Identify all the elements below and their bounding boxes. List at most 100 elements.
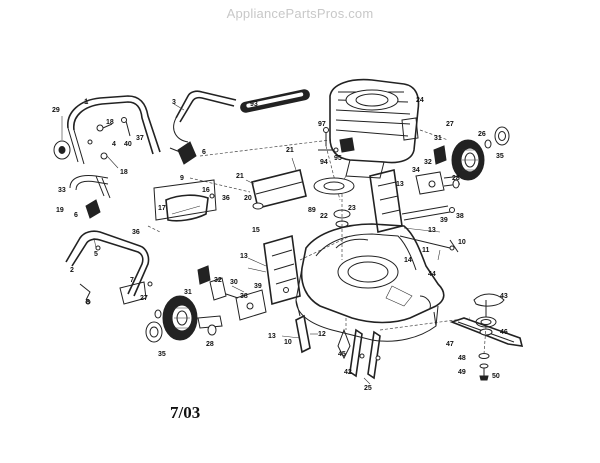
handle-bracket-7 [79, 281, 153, 305]
callout-13d: 13 [268, 333, 276, 340]
callout-43: 43 [500, 293, 508, 300]
callout-39b: 39 [254, 283, 262, 290]
callout-34: 34 [412, 167, 420, 174]
callout-10: 10 [458, 239, 466, 246]
hubcap-35a [494, 126, 510, 146]
hubcap-35b [145, 321, 163, 343]
callout-38a: 38 [456, 213, 464, 220]
handle-knob-6b [85, 199, 101, 219]
callout-36b: 36 [132, 229, 140, 236]
callout-26: 26 [478, 131, 486, 138]
guide-lines [147, 129, 471, 331]
callout-31b: 31 [184, 289, 192, 296]
callout-37: 37 [136, 135, 144, 142]
callout-13c: 13 [240, 253, 248, 260]
revision-date: 7/03 [170, 403, 201, 422]
front-bracket-15 [247, 234, 301, 306]
callout-20: 20 [244, 195, 252, 202]
callout-42: 42 [344, 369, 352, 376]
callout-44: 44 [428, 271, 436, 278]
callout-31a: 31 [434, 135, 442, 142]
callout-40: 40 [124, 141, 132, 148]
callout-48: 48 [458, 355, 466, 362]
callout-13a: 13 [396, 181, 404, 188]
callout-11: 11 [422, 247, 430, 254]
callout-7: 7 [130, 277, 134, 284]
callout-21a: 21 [286, 147, 294, 154]
callout-12: 12 [318, 331, 326, 338]
site-watermark: AppliancePartsPros.com [226, 6, 374, 21]
callout-28b: 28 [206, 341, 214, 348]
callout-45: 45 [338, 351, 346, 358]
baffle-45 [337, 318, 351, 360]
callout-38b: 38 [240, 293, 248, 300]
callout-18a: 18 [106, 119, 114, 126]
front-wheel-27 [162, 295, 198, 341]
callout-6a: 6 [202, 149, 206, 156]
callout-23: 23 [348, 205, 356, 212]
callout-13b: 13 [428, 227, 436, 234]
callout-4: 4 [112, 141, 116, 148]
callout-39a: 39 [440, 217, 448, 224]
callout-46: 46 [500, 329, 508, 336]
blade-47 [449, 317, 524, 347]
handle-grip-93 [240, 89, 310, 113]
engine-24 [329, 78, 420, 187]
callout-5: 5 [94, 251, 98, 258]
callout-16: 16 [202, 187, 210, 194]
callout-49: 49 [458, 369, 466, 376]
callout-24: 24 [416, 97, 424, 104]
callout-27a: 27 [446, 121, 454, 128]
rear-deflector-20 [245, 157, 307, 210]
callout-28a: 28 [452, 175, 460, 182]
handle-hardware [87, 117, 131, 169]
callout-9: 9 [180, 175, 184, 182]
callout-1: 1 [84, 99, 88, 106]
callout-2: 2 [70, 267, 74, 274]
upper-handle [67, 95, 161, 165]
callout-15: 15 [252, 227, 260, 234]
callout-32a: 32 [424, 159, 432, 166]
callout-14: 14 [404, 257, 412, 264]
rear-axle-rod [399, 235, 459, 261]
rear-wheel-27 [451, 139, 485, 181]
callout-3: 3 [172, 99, 176, 106]
callout-93: 93 [250, 101, 258, 108]
callout-17: 17 [158, 205, 166, 212]
callout-8: 8 [86, 299, 90, 306]
callout-21b: 21 [236, 173, 244, 180]
handle-knob-29 [53, 116, 71, 160]
bail-handle-3 [173, 90, 237, 143]
callout-97: 97 [318, 121, 326, 128]
callout-6b: 6 [74, 212, 78, 219]
handle-knob-6a [169, 141, 197, 165]
lower-handle-2 [65, 230, 150, 297]
mower-deck [295, 223, 445, 342]
callout-35a: 35 [496, 153, 504, 160]
callout-18b: 18 [120, 169, 128, 176]
callout-94: 94 [320, 159, 328, 166]
mulch-plate-9 [153, 179, 217, 222]
blade-hardware-48-49-50 [478, 325, 490, 381]
callout-30: 30 [230, 279, 238, 286]
callout-47: 47 [446, 341, 454, 348]
callout-33: 33 [58, 187, 66, 194]
callout-25: 25 [364, 385, 372, 392]
washer-26 [484, 139, 492, 149]
height-adjuster-right [415, 145, 463, 195]
callout-29: 29 [52, 107, 60, 114]
callout-labels: 29 1 3 93 24 18 37 4 40 6 18 33 19 6 9 1… [52, 97, 508, 392]
callout-50: 50 [492, 373, 500, 380]
callout-32b: 32 [214, 277, 222, 284]
washer-28-front [154, 309, 223, 336]
callout-19: 19 [56, 207, 64, 214]
callout-36a: 36 [222, 195, 230, 202]
callout-89: 89 [308, 207, 316, 214]
height-adjuster-front [197, 265, 267, 321]
control-lever-19 [69, 175, 111, 199]
callout-27b: 27 [140, 295, 148, 302]
callout-35b: 35 [158, 351, 166, 358]
callout-22: 22 [320, 213, 328, 220]
